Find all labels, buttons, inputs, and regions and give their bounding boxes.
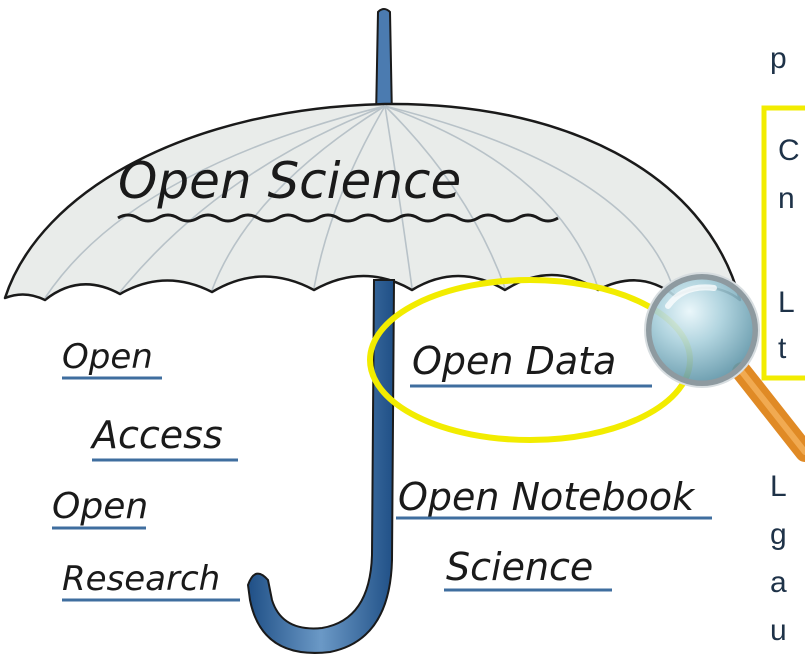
text-fragment: n (778, 182, 795, 215)
text-fragment: p (770, 42, 787, 75)
umbrella-handle (246, 279, 396, 654)
text-fragment: C (778, 134, 800, 167)
left-labels: Open Access Open Research (52, 337, 240, 602)
text-fragment: a (770, 566, 787, 599)
umbrella-canopy (3, 102, 742, 302)
umbrella-title: Open Science (118, 152, 461, 210)
label-open-research-1: Open (52, 486, 148, 527)
label-open-data: Open Data (412, 339, 616, 383)
text-fragment: g (770, 518, 787, 551)
label-open-research-2: Research (62, 559, 220, 599)
label-science: Science (446, 545, 593, 589)
label-open-notebook: Open Notebook (398, 475, 696, 519)
label-open-access-1: Open (62, 337, 153, 377)
umbrella-tip (374, 8, 394, 119)
umbrella-icon (3, 8, 742, 654)
right-labels: Open Data Open Notebook Science (396, 339, 712, 592)
label-open-access-2: Access (89, 413, 223, 457)
text-fragment: u (770, 614, 787, 647)
magnifying-glass-icon (644, 272, 805, 462)
text-fragment: L (770, 470, 787, 503)
highlight-box (761, 105, 805, 381)
umbrella-ribs (44, 105, 676, 299)
title-underline (117, 213, 559, 223)
text-fragment: L (778, 286, 795, 319)
text-fragment: t (778, 332, 787, 365)
